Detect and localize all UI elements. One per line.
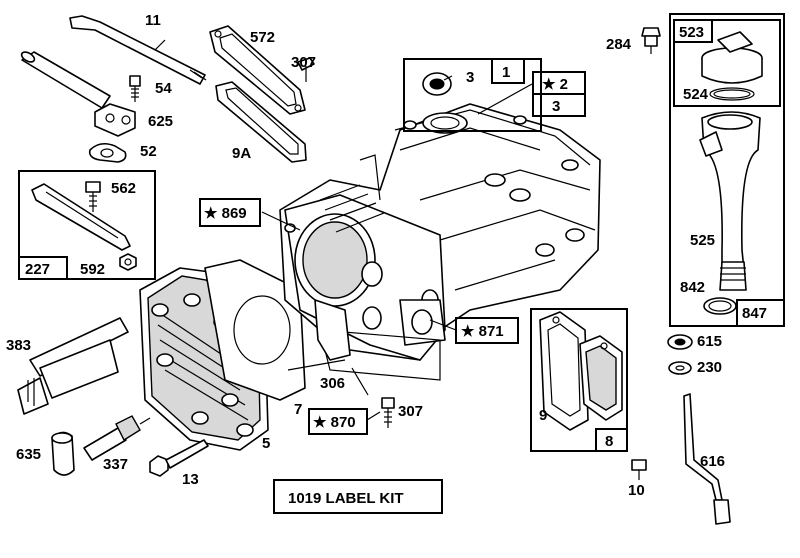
label-part-337: 337 <box>103 456 128 473</box>
oil-seal-3-drawing <box>422 72 452 96</box>
box-kit-847 <box>669 13 785 327</box>
label-part-3-box: 3 <box>552 98 560 115</box>
governor-crank-616-drawing <box>683 393 731 525</box>
box-label-869 <box>199 198 261 227</box>
screw-284-drawing <box>641 27 661 54</box>
label-part-230: 230 <box>697 359 722 376</box>
label-part-8: 8 <box>605 433 613 450</box>
label-part-3-top: 3 <box>466 69 474 86</box>
label-part-284: 284 <box>606 36 632 53</box>
bolt-54-drawing <box>129 75 141 102</box>
gasket-52-drawing <box>88 142 127 163</box>
bracket-625-drawing <box>94 103 136 137</box>
tube-383-drawing <box>17 317 129 415</box>
label-part-52: 52 <box>140 143 157 160</box>
label-part-2: ★ 2 <box>542 76 568 93</box>
label-part-615: 615 <box>697 333 722 350</box>
label-part-10: 10 <box>628 482 645 499</box>
breather-gasket-9a-drawing <box>215 81 307 163</box>
label-part-525: 525 <box>690 232 715 249</box>
washer-230-drawing <box>668 361 692 375</box>
governor-gear-615-drawing <box>667 334 693 350</box>
label-part-13: 13 <box>182 471 199 488</box>
spark-plug-337-drawing <box>83 415 151 461</box>
label-part-7: 7 <box>294 401 302 418</box>
label-part-871: ★ 871 <box>461 323 504 340</box>
box-kit-227 <box>18 170 156 280</box>
box-label-870 <box>308 408 368 435</box>
label-part-562: 562 <box>111 180 136 197</box>
label-part-523: 523 <box>679 24 704 41</box>
label-part-9a: 9A <box>232 145 251 162</box>
label-part-869: ★ 869 <box>204 205 247 222</box>
label-part-307-lower: 307 <box>398 403 423 420</box>
label-part-1: 1 <box>502 64 510 81</box>
dipstick-tube-drawing <box>20 15 207 109</box>
bolt-10-drawing <box>631 459 647 480</box>
label-kit-title: 1019 LABEL KIT <box>288 490 404 507</box>
leader-lines <box>154 39 533 421</box>
label-part-625: 625 <box>148 113 173 130</box>
label-part-9: 9 <box>539 407 547 424</box>
box-label-kit <box>273 479 443 514</box>
label-part-635: 635 <box>16 446 41 463</box>
spark-plug-boot-635-drawing <box>51 431 75 476</box>
label-part-383: 383 <box>6 337 31 354</box>
box-label-871 <box>455 317 519 344</box>
label-part-11: 11 <box>145 12 161 29</box>
bolt-307-lower-drawing <box>381 397 395 428</box>
label-part-524: 524 <box>683 86 709 103</box>
label-part-616: 616 <box>700 453 725 470</box>
breather-assembly-drawing <box>539 311 623 431</box>
box-kit-8 <box>530 308 628 452</box>
breather-cover-572-drawing <box>209 25 306 115</box>
label-part-227: 227 <box>25 261 50 278</box>
label-part-572: 572 <box>250 29 275 46</box>
bolt-13-drawing <box>149 439 209 477</box>
label-part-307-top: 307 <box>291 54 316 71</box>
head-gasket-drawing <box>204 259 306 401</box>
label-part-306: 306 <box>320 375 345 392</box>
label-part-842: 842 <box>680 279 705 296</box>
box-label-1 <box>491 58 525 84</box>
label-part-54: 54 <box>155 80 172 97</box>
bolt-307-top-drawing <box>297 57 315 82</box>
crankcase-block-drawing <box>279 103 601 381</box>
box-kit-523 <box>673 19 781 107</box>
governor-linkage-drawing <box>31 181 137 271</box>
label-part-847: 847 <box>742 305 767 322</box>
label-part-592: 592 <box>80 261 105 278</box>
dipstick-assembly-drawing <box>699 31 763 315</box>
label-part-5: 5 <box>262 435 270 452</box>
label-part-870: ★ 870 <box>313 414 356 431</box>
